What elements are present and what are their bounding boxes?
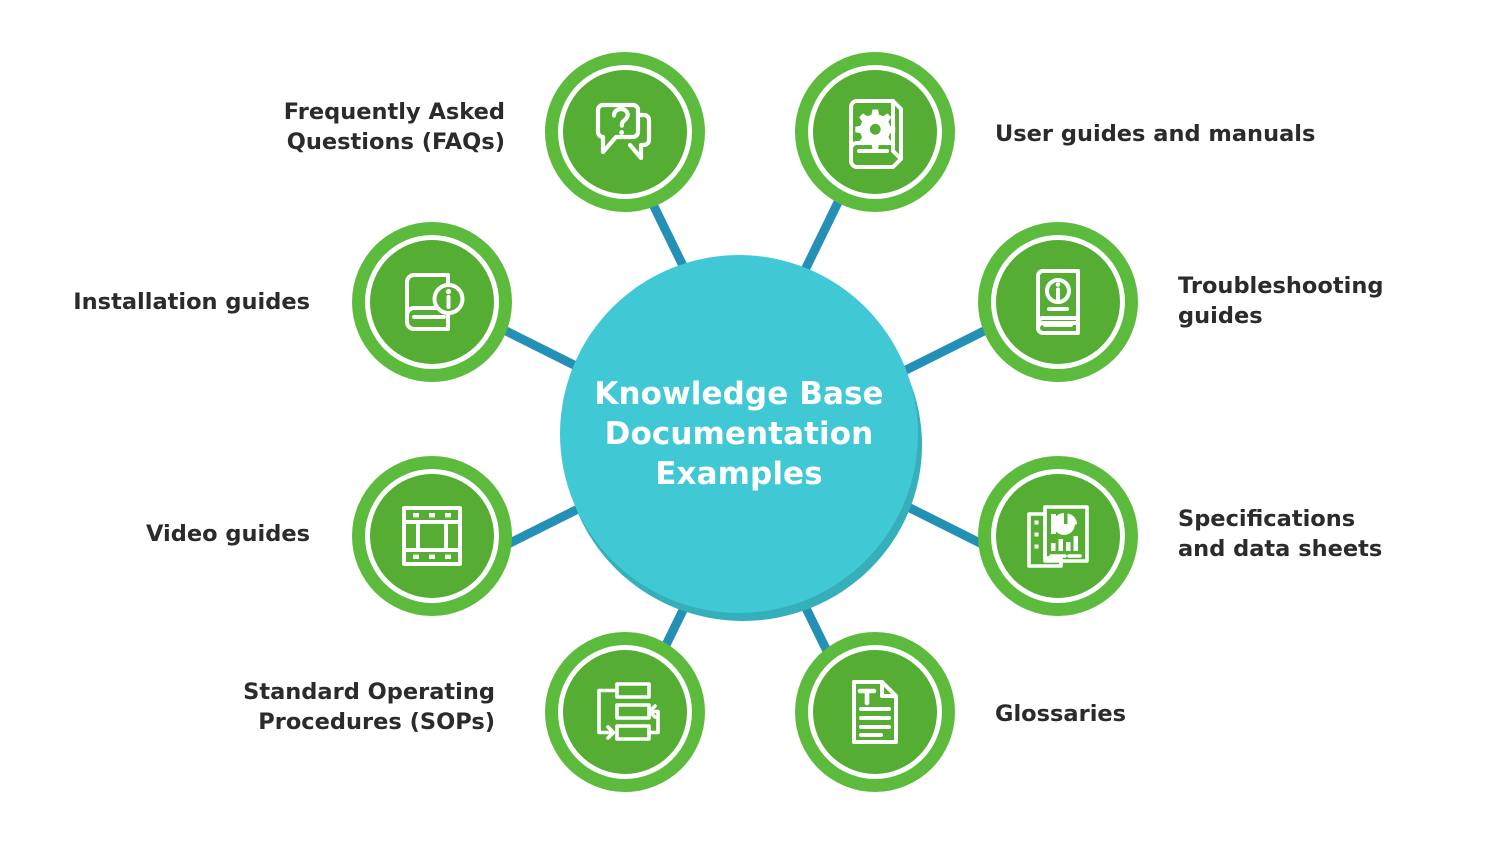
- node-label-troubleshooting: Troubleshooting guides: [1178, 273, 1384, 329]
- connector-user-guides: [799, 188, 849, 274]
- hub-disc: [560, 255, 918, 613]
- connector-video-guides: [501, 499, 591, 551]
- node-user-guides[interactable]: [795, 52, 955, 212]
- book-gear-icon: [813, 70, 937, 194]
- node-label-video-guides: Video guides: [146, 521, 310, 547]
- node-video-guides[interactable]: [352, 456, 512, 616]
- node-sops[interactable]: [545, 632, 705, 792]
- hub-title: Knowledge Base Documentation Examples: [594, 375, 884, 493]
- node-specifications[interactable]: [978, 456, 1138, 616]
- node-label-user-guides: User guides and manuals: [995, 121, 1316, 147]
- connector-troubleshooting: [899, 325, 989, 377]
- node-label-glossaries: Glossaries: [995, 701, 1127, 727]
- node-glossaries[interactable]: [795, 632, 955, 792]
- node-label-installation: Installation guides: [73, 289, 310, 315]
- center-hub: Knowledge Base Documentation Examples: [560, 255, 926, 621]
- flowchart-process-icon: [563, 650, 687, 774]
- book-info-badge-icon: [370, 240, 494, 364]
- node-installation[interactable]: [352, 222, 512, 382]
- node-label-specifications: Specifications and data sheets: [1178, 506, 1383, 562]
- node-label-faqs: Frequently Asked Questions (FAQs): [283, 99, 505, 155]
- speech-bubbles-question-icon: [563, 70, 687, 194]
- book-info-cover-icon: [996, 240, 1120, 364]
- document-text-letter-icon: [813, 650, 937, 774]
- node-faqs[interactable]: [545, 52, 705, 212]
- node-troubleshooting[interactable]: [978, 222, 1138, 382]
- node-label-sops: Standard Operating Procedures (SOPs): [243, 679, 495, 735]
- connector-specifications: [899, 499, 989, 551]
- film-strip-icon: [370, 474, 494, 598]
- documents-charts-icon: [996, 474, 1120, 598]
